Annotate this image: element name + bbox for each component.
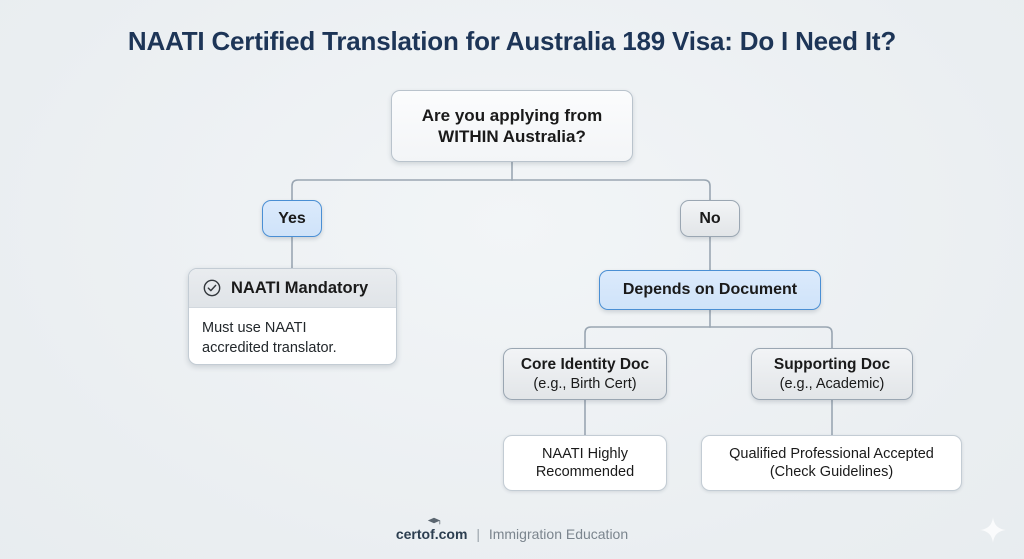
node-core-identity-doc-line2: (e.g., Birth Cert) [533,375,637,392]
card-naati-mandatory-header: NAATI Mandatory [189,269,396,308]
node-qualified-professional-accepted-line2: (Check Guidelines) [769,464,894,480]
card-naati-mandatory[interactable]: NAATI Mandatory Must use NAATI accredite… [188,268,397,365]
node-supporting-doc-line1: Supporting Doc [773,356,891,374]
node-naati-highly-recommended-line2: Recommended [535,464,635,480]
node-branch-yes-label: Yes [278,209,306,227]
connector-root-to-no [511,179,711,201]
node-qualified-professional-accepted-line1: Qualified Professional Accepted [729,445,934,462]
connector-depends-to-core [584,326,711,349]
check-circle-icon [203,279,221,297]
node-core-identity-doc[interactable]: Core Identity Doc (e.g., Birth Cert) [503,348,667,400]
node-branch-yes[interactable]: Yes [262,200,322,237]
card-naati-mandatory-body: Must use NAATI accredited translator. [202,320,337,356]
node-branch-no-label: No [699,209,721,227]
page-title: NAATI Certified Translation for Australi… [127,26,897,56]
footer: certof.com | Immigration Education [0,517,1024,542]
node-depends-on-document[interactable]: Depends on Document [599,270,821,310]
node-supporting-doc-line2: (e.g., Academic) [779,375,885,392]
node-naati-highly-recommended[interactable]: NAATI Highly Recommended [503,435,667,491]
footer-tagline: Immigration Education [488,526,629,542]
card-naati-mandatory-title: NAATI Mandatory [231,278,369,297]
node-core-identity-doc-line1: Core Identity Doc [520,356,650,374]
sparkle-icon [980,517,1006,543]
node-qualified-professional-accepted[interactable]: Qualified Professional Accepted (Check G… [701,435,962,491]
footer-separator: | [476,526,480,542]
node-root-line2: WITHIN Australia? [438,127,586,146]
node-branch-no[interactable]: No [680,200,740,237]
node-supporting-doc[interactable]: Supporting Doc (e.g., Academic) [751,348,913,400]
connector-root-to-yes [291,179,513,201]
footer-brand-text: certof.com [395,526,468,542]
footer-brand[interactable]: certof.com [395,517,468,542]
node-depends-on-document-label: Depends on Document [622,281,798,298]
connector-depends-to-supporting [709,326,833,349]
node-root-question[interactable]: Are you applying from WITHIN Australia? [391,90,633,162]
node-naati-highly-recommended-line1: NAATI Highly [542,445,628,462]
graduation-cap-icon [428,517,441,525]
node-root-line1: Are you applying from [421,105,603,125]
